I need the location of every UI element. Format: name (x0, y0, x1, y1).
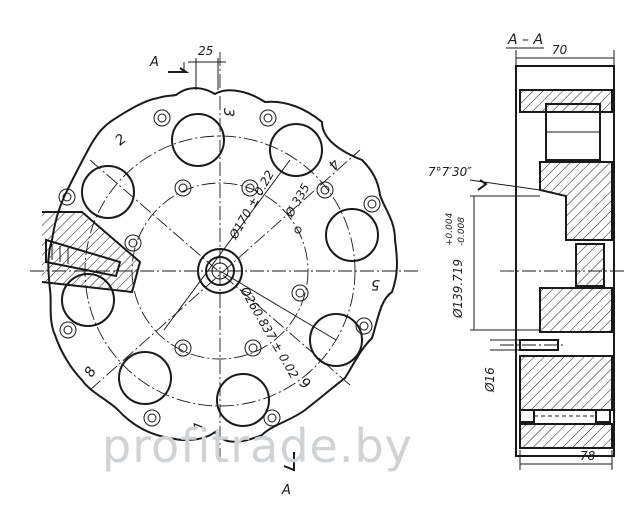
station-number-7: 7 (192, 420, 209, 432)
bolt-hole (316, 181, 334, 199)
pin (519, 409, 535, 423)
bolt-hole (143, 409, 161, 427)
section-view: A – A 70 (428, 32, 626, 470)
station-bore (325, 208, 379, 262)
bolt-hole (263, 409, 281, 427)
dim-bore: Ø139.719 (451, 259, 465, 319)
bolt-hole (153, 109, 171, 127)
bolt-hole (291, 284, 309, 302)
disk-outer-contour (47, 87, 398, 443)
bolt-hole (241, 179, 259, 197)
section-marker-top: A (149, 55, 159, 70)
bolt-holes (58, 109, 381, 427)
section-body (515, 65, 615, 457)
dim-outer: Ø 335 (282, 181, 313, 220)
bolt-hole (355, 317, 373, 335)
station-number-4: 4 (324, 155, 342, 172)
hub-inner (205, 256, 235, 286)
station-bore (216, 373, 270, 427)
station-bore (171, 113, 225, 167)
station-number-8: 8 (82, 364, 100, 380)
hub-outer (197, 248, 243, 294)
dim-leader-bolt-circle (163, 159, 291, 331)
station-number-3: 3 (220, 108, 236, 117)
pin-hole (294, 226, 302, 234)
bolt-hole (59, 321, 77, 339)
section-title: A – A (507, 32, 543, 48)
dim-bore-tol-lower: -0.008 (457, 217, 467, 246)
station-number-2: 2 (112, 131, 129, 149)
section-cut-arrow-top (168, 67, 190, 73)
bolt-hole (259, 109, 277, 127)
section-marker-bottom: A (281, 483, 291, 498)
cutaway-insert (41, 211, 142, 294)
section-cut-arrow-bottom (283, 452, 295, 472)
dim-slot-width: 25 (198, 44, 213, 58)
dim-taper: 7°7′30″ (428, 165, 472, 179)
bolt-hole (124, 234, 142, 252)
dim-pcd: Ø260.837 ± 0.02 (237, 284, 301, 381)
station-bore (309, 313, 363, 367)
bolt-hole (174, 179, 192, 197)
station-number-6: 6 (297, 373, 314, 391)
bolt-hole (244, 339, 262, 357)
station-number-5: 5 (371, 276, 380, 292)
station-bore (81, 165, 135, 219)
station-bore (118, 351, 172, 405)
dim-width: 70 (552, 43, 568, 57)
pin (595, 409, 611, 423)
bolt-hole (363, 195, 381, 213)
bolt-hole (58, 188, 76, 206)
dim-pin: Ø16 (483, 367, 497, 393)
watermark: profitrade.by (102, 419, 413, 473)
station-bore (269, 123, 323, 177)
hub-bore (211, 262, 229, 280)
dim-bottom: 78 (580, 449, 596, 463)
centerline-diagonal-a (89, 149, 361, 391)
dim-bore-tol-upper: +0.004 (445, 212, 455, 246)
dim-bolt-circle: Ø170 ± 0.22 (226, 168, 277, 242)
dim-leader-pcd (219, 270, 337, 341)
bolt-hole (174, 339, 192, 357)
